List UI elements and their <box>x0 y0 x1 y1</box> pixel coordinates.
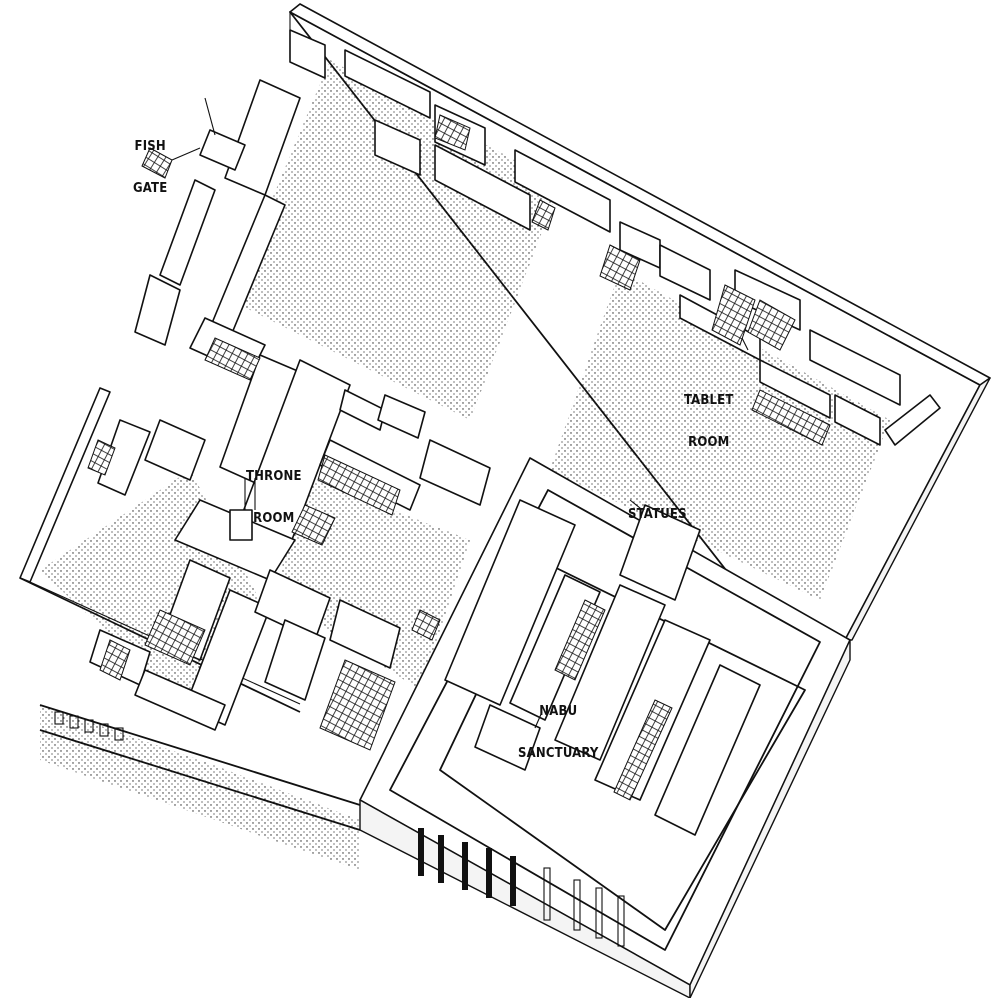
nabu-leader-line <box>534 711 543 729</box>
tablet-room-label-line1: TABLET <box>684 393 734 408</box>
tablet-room-label: TABLET ROOM <box>684 366 734 464</box>
nabu-sanctuary-label-line2: SANCTUARY <box>518 746 599 761</box>
throne-dais <box>229 509 253 541</box>
throne-room-label: THRONE ROOM <box>246 442 302 540</box>
statues-leader-line <box>629 499 641 509</box>
throne-room-block <box>174 359 491 581</box>
south-outer-wall <box>39 704 361 831</box>
west-range-rooms <box>87 79 301 496</box>
nabu-sanctuary-complex <box>359 457 851 998</box>
nabu-sanctuary-label-line1: NABU <box>539 704 578 719</box>
nabu-sanctuary-label: NABU SANCTUARY <box>518 677 599 775</box>
southwest-rooms <box>89 559 441 751</box>
facade-doors <box>418 828 625 947</box>
throne-room-label-line1: THRONE <box>246 469 302 484</box>
north-range-rooms <box>289 29 941 446</box>
fish-gate <box>141 97 216 179</box>
fish-gate-label: FISH GATE <box>133 112 167 210</box>
fish-gate-label-line2: GATE <box>133 181 168 196</box>
tablet-room-leader-line <box>741 337 749 351</box>
fish-gate-label-line1: FISH <box>134 139 166 154</box>
statues-label: STATUES <box>628 480 687 536</box>
tablet-room-label-line2: ROOM <box>688 435 730 450</box>
throne-room-label-line2: ROOM <box>253 511 295 526</box>
statues-label-text: STATUES <box>628 507 687 522</box>
outer-enclosure <box>19 3 991 713</box>
